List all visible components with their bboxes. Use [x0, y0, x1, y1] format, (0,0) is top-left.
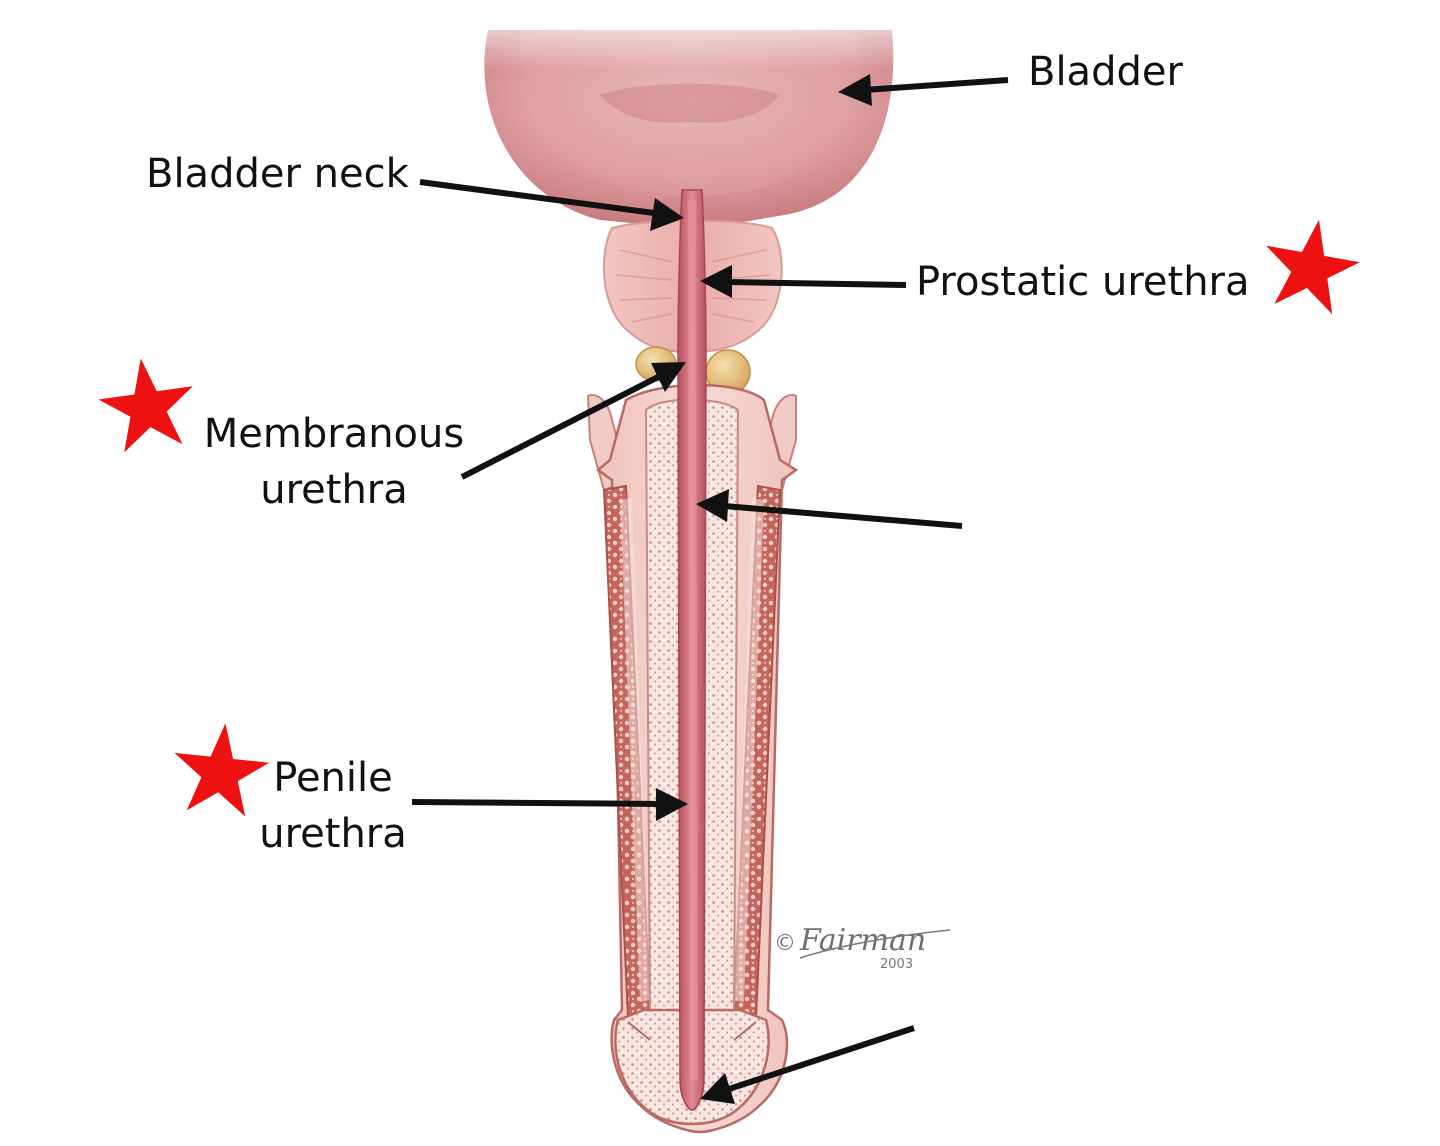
arrow-icon	[723, 503, 963, 529]
arrow-membranous-urethra	[460, 362, 686, 480]
artist-year: 2003	[880, 957, 913, 972]
label-penile-line2: urethra	[259, 811, 407, 857]
arrow-bladder	[838, 74, 1009, 106]
label-bladder: Bladder	[1028, 49, 1183, 95]
label-prostatic-urethra: Prostatic urethra	[916, 259, 1250, 305]
arrow-unlabeled-upper	[696, 489, 963, 529]
arrow-icon	[863, 77, 1009, 93]
label-membranous-urethra: Membranous urethra	[196, 406, 472, 518]
arrow-penile-urethra	[411, 788, 688, 821]
star-icon	[1266, 219, 1360, 315]
arrow-prostatic-urethra	[700, 265, 907, 298]
arrow-icon	[727, 279, 907, 288]
arrow-bladder-neck	[419, 179, 684, 231]
arrow-icon	[411, 799, 661, 807]
label-penile-line1: Penile	[273, 755, 393, 801]
copyright-symbol: ©	[774, 931, 796, 956]
arrow-icon	[725, 1025, 915, 1093]
arrow-icon	[419, 179, 655, 216]
label-membranous-line2: urethra	[260, 467, 408, 513]
label-bladder-neck: Bladder neck	[146, 151, 409, 197]
arrow-icon	[460, 373, 662, 480]
artist-credit: © Fairman 2003	[774, 923, 951, 972]
label-penile-urethra: Penile urethra	[250, 750, 416, 862]
star-icon	[174, 723, 270, 817]
label-membranous-line1: Membranous	[203, 411, 465, 457]
star-icon	[98, 358, 193, 453]
arrow-unlabeled-lower	[700, 1025, 915, 1104]
urethra-channel	[677, 189, 707, 1111]
bladder-illustration	[470, 0, 910, 226]
